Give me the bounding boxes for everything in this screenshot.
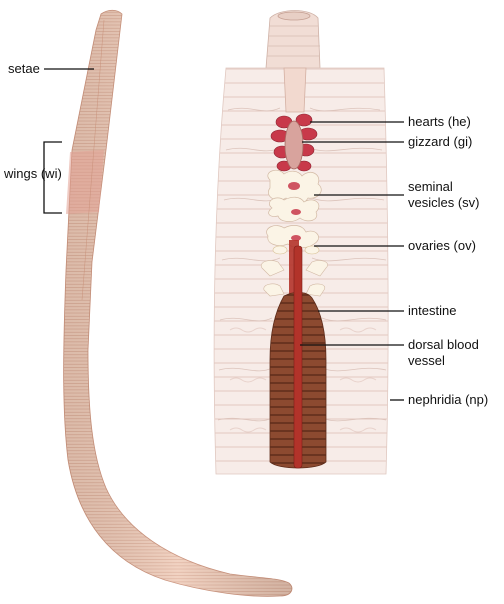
label-dorsal-vessel-line1: dorsal blood [408, 337, 479, 352]
seminal-vesicles-callout: seminal vesicles (sv) [314, 179, 480, 210]
label-wings: wings (wi) [3, 166, 62, 181]
clitellum [66, 150, 104, 214]
whole-earthworm [63, 9, 293, 597]
mouth-opening [277, 11, 311, 21]
vesicle-vessels [288, 182, 301, 241]
dorsal-vessel-callout: dorsal blood vessel [300, 337, 479, 368]
gizzard [284, 120, 304, 170]
label-dorsal-vessel-line2: vessel [408, 353, 445, 368]
label-setae: setae [8, 61, 40, 76]
nephridia-callout: nephridia (np) [390, 392, 488, 407]
hearts-callout: hearts (he) [310, 114, 471, 129]
label-nephridia: nephridia (np) [408, 392, 488, 407]
hearts [270, 113, 318, 172]
intestine-callout: intestine [318, 303, 456, 318]
ovaries [272, 245, 320, 255]
gizzard-callout: gizzard (gi) [302, 134, 472, 149]
label-seminal-vesicles-line2: vesicles (sv) [408, 195, 480, 210]
seminal-vesicles [266, 169, 322, 249]
head-segments [267, 25, 320, 57]
wings-callout: wings (wi) [3, 141, 62, 214]
dorsal-blood-vessel [293, 245, 303, 469]
label-intestine: intestine [408, 303, 456, 318]
nephridia [229, 327, 377, 433]
label-ovaries: ovaries (ov) [408, 238, 476, 253]
dissected-earthworm [213, 10, 389, 475]
pharynx [283, 67, 307, 113]
wings-bracket [43, 141, 62, 214]
label-hearts: hearts (he) [408, 114, 471, 129]
septa [217, 107, 387, 422]
worm-head [265, 10, 321, 69]
label-seminal-vesicles-line1: seminal [408, 179, 453, 194]
ovaries-callout: ovaries (ov) [314, 238, 476, 253]
worm-dorsal-line [81, 19, 105, 301]
setae-callout: setae [8, 61, 94, 76]
lower-vesicles [260, 260, 328, 297]
label-gizzard: gizzard (gi) [408, 134, 472, 149]
